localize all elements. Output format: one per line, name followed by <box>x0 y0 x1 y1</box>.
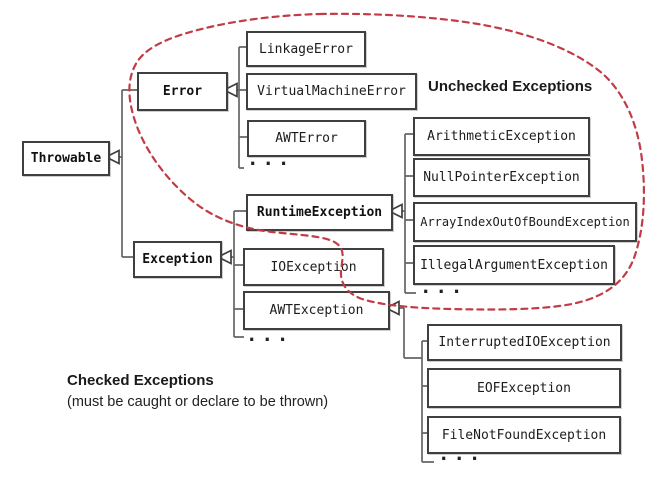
unchecked-exceptions-label: Unchecked Exceptions <box>428 78 593 95</box>
node-exception: Exception <box>133 241 222 278</box>
node-throwable: Throwable <box>22 141 110 176</box>
node-null-pointer-exception: NullPointerException <box>413 158 590 197</box>
node-runtime-exception: RuntimeException <box>246 194 393 231</box>
ellipsis-exception-children: ... <box>246 324 293 346</box>
node-interrupted-io-exception: InterruptedIOException <box>427 324 622 361</box>
ellipsis-checked-children: ... <box>438 443 485 465</box>
checked-exceptions-note: (must be caught or declare to be thrown) <box>67 394 329 410</box>
node-virtual-machine-error: VirtualMachineError <box>246 73 417 110</box>
node-array-index-out-of-bound-exception: ArrayIndexOutOfBoundException <box>413 202 637 242</box>
node-error: Error <box>137 72 228 111</box>
node-eof-exception: EOFException <box>427 368 621 408</box>
ellipsis-runtime-children: ... <box>420 276 467 298</box>
node-file-not-found-exception: FileNotFoundException <box>427 416 621 454</box>
checked-exceptions-label: Checked Exceptions <box>67 372 214 389</box>
node-io-exception: IOException <box>243 248 384 286</box>
ellipsis-error-children: ... <box>247 148 294 170</box>
connector-throwable-children <box>119 89 137 258</box>
node-linkage-error: LinkageError <box>246 31 366 67</box>
node-arithmetic-exception: ArithmeticException <box>413 117 590 156</box>
